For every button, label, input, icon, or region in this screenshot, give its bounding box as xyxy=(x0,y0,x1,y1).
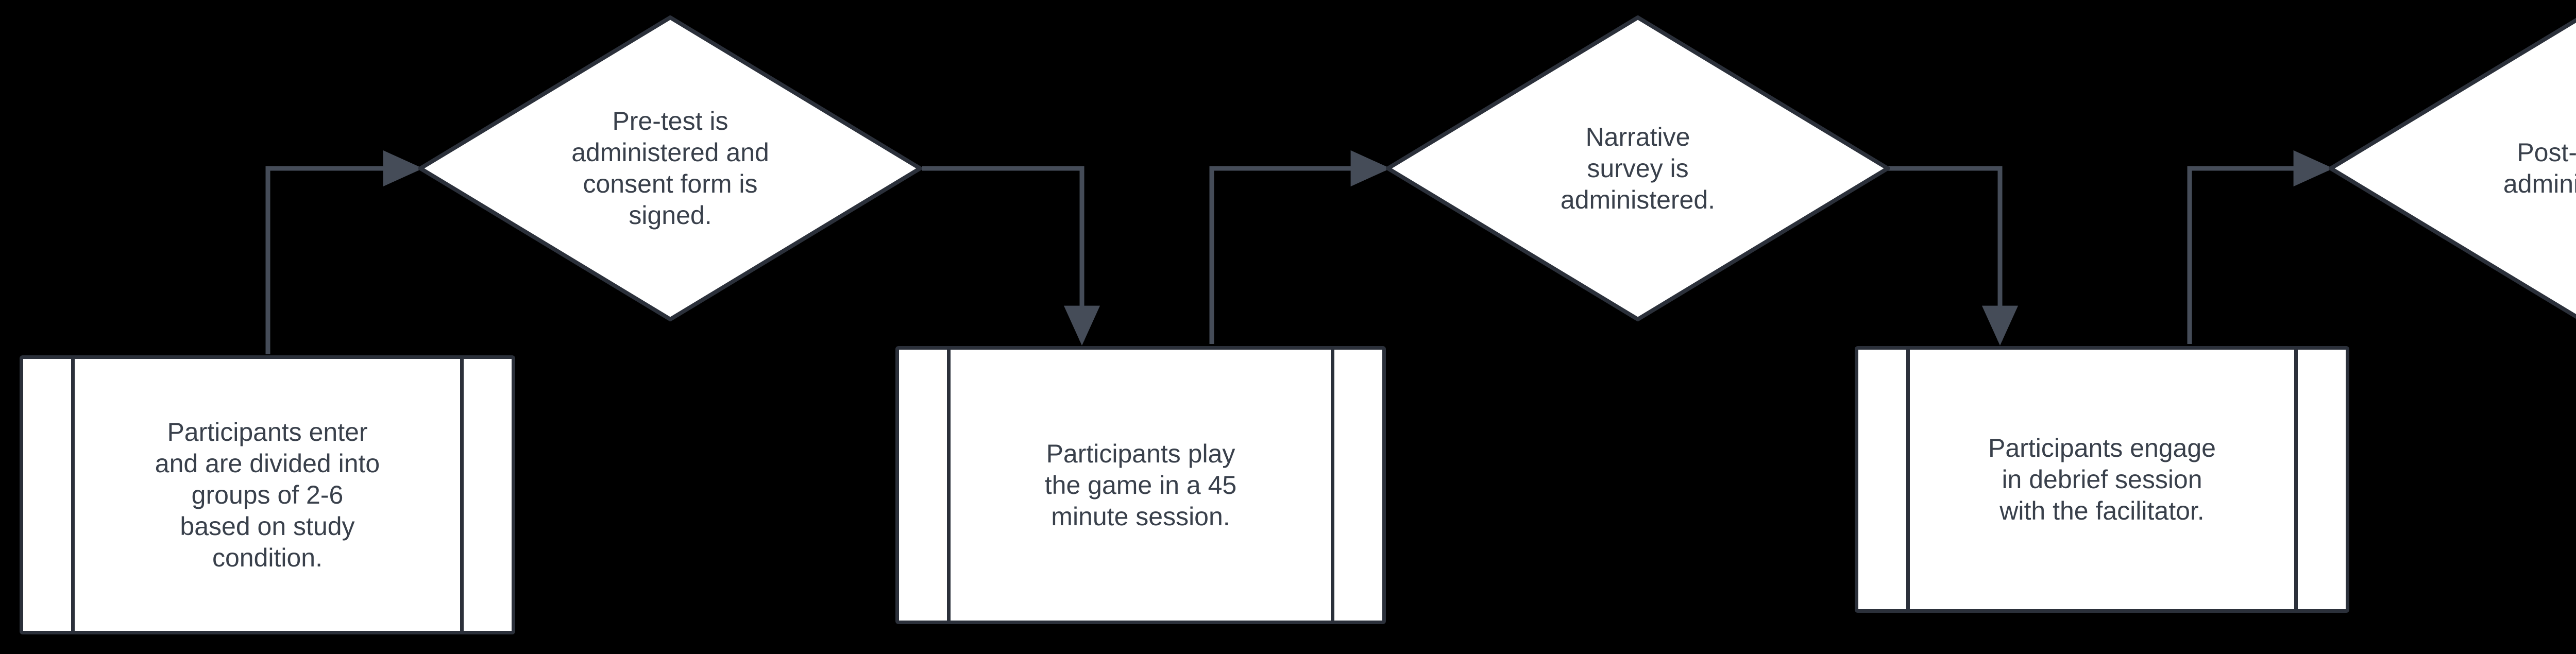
decision-node-decision3[interactable]: Post-test is administered. xyxy=(2329,15,2576,321)
predefined-process-rail-left xyxy=(1858,350,1910,609)
decision-node-label: Pre-test is administered and consent for… xyxy=(571,107,769,230)
predefined-process-rail-left xyxy=(23,359,75,631)
decision-node-decision1[interactable]: Pre-test is administered and consent for… xyxy=(418,15,922,321)
process-node-step2[interactable]: Participants play the game in a 45 minut… xyxy=(895,346,1386,624)
predefined-process-rail-right xyxy=(1331,350,1382,621)
diamond-shape xyxy=(2329,18,2576,319)
predefined-process-rail-right xyxy=(460,359,512,631)
decision-node-decision2[interactable]: Narrative survey is administered. xyxy=(1386,15,1890,321)
process-node-label: Participants enter and are divided into … xyxy=(155,417,380,572)
predefined-process-rail-left xyxy=(899,350,951,621)
diamond-shape xyxy=(418,15,922,321)
process-node-body: Participants enter and are divided into … xyxy=(75,359,460,631)
process-node-body: Participants engage in debrief session w… xyxy=(1910,350,2294,609)
process-node-label: Participants play the game in a 45 minut… xyxy=(1044,439,1237,531)
process-node-label: Participants engage in debrief session w… xyxy=(1988,433,2216,525)
connector-step3-to-decision3 xyxy=(2187,150,2334,344)
process-node-step3[interactable]: Participants engage in debrief session w… xyxy=(1855,346,2349,613)
connector-decision1-to-step2 xyxy=(922,166,1100,346)
decision-node-label: Post-test is administered. xyxy=(2503,138,2576,198)
diamond-shape xyxy=(1386,15,1890,321)
connector-step2-to-decision2 xyxy=(1209,150,1391,344)
connector-step1-to-decision1 xyxy=(265,150,423,354)
process-node-body: Participants play the game in a 45 minut… xyxy=(951,350,1331,621)
predefined-process-rail-right xyxy=(2294,350,2346,609)
process-node-step1[interactable]: Participants enter and are divided into … xyxy=(20,355,515,634)
decision-node-label: Narrative survey is administered. xyxy=(1560,122,1716,214)
connector-decision2-to-step3 xyxy=(1885,166,2019,346)
